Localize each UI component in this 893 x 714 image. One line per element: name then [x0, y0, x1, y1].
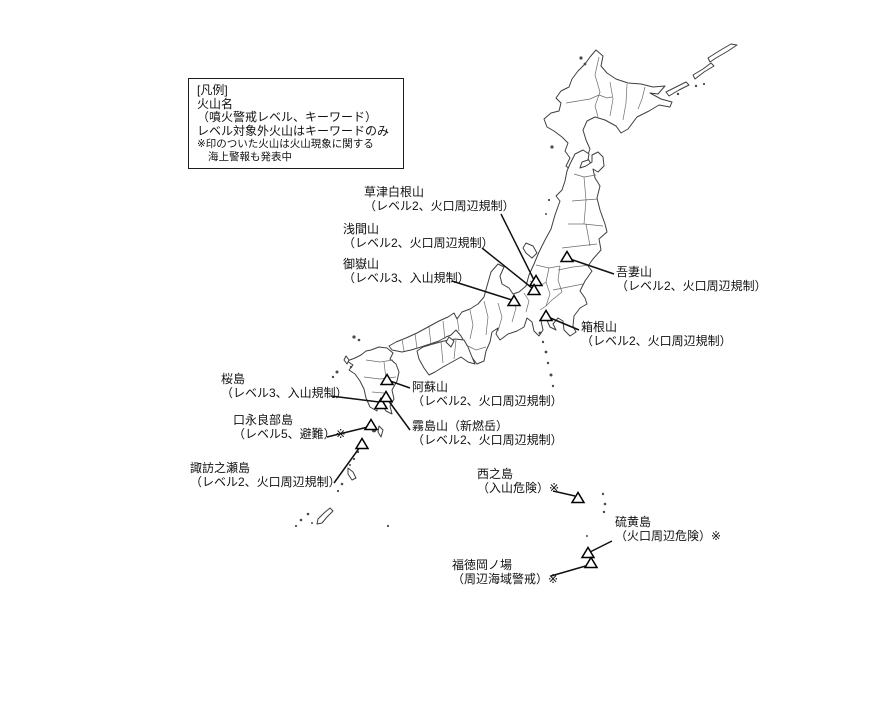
- volcano-label-azuma: 吾妻山（レベル2、火口周辺規制）: [616, 265, 767, 293]
- volcano-marker-suwanosejima: [354, 437, 370, 450]
- volcano-marker-fukutoku-okanoba: [583, 556, 599, 569]
- kuril-island-3: [707, 43, 738, 63]
- okinawa-island: [316, 507, 334, 525]
- volcano-name: 御嶽山: [343, 257, 380, 271]
- volcano-status: （レベル2、火口周辺規制）: [190, 475, 341, 489]
- amami-island: [347, 467, 357, 481]
- sado-island: [522, 242, 538, 259]
- volcano-status: （レベル2、火口周辺規制）: [412, 433, 563, 447]
- volcano-label-sakurajima: 桜島（レベル3、入山規制）: [221, 372, 348, 400]
- small-islands: [294, 56, 706, 537]
- shikoku-island: [416, 338, 476, 376]
- leader-line-kuchinoerabu: [326, 426, 369, 438]
- volcano-status: （レベル2、火口周辺規制）: [616, 279, 767, 293]
- volcano-name: 箱根山: [581, 320, 618, 334]
- leader-line-ioto: [589, 540, 613, 553]
- volcano-status: （周辺海域警戒）※: [452, 572, 559, 586]
- leader-line-azuma: [569, 258, 615, 275]
- volcano-marker-nishinoshima: [570, 491, 586, 504]
- tanegashima-island: [377, 425, 384, 438]
- volcano-status: （レベル2、火口周辺規制）: [343, 236, 494, 250]
- volcano-name: 桜島: [221, 372, 246, 386]
- volcano-marker-hakone: [538, 309, 554, 322]
- kuril-island-1: [665, 81, 690, 97]
- hokkaido-island: [543, 49, 673, 172]
- legend-note-line2: 海上警報も発表中: [208, 150, 292, 163]
- volcano-status: （レベル5、避難）※: [233, 427, 346, 441]
- volcano-label-fukutoku-okanoba: 福徳岡ノ場（周辺海域警戒）※: [452, 558, 558, 586]
- volcano-marker-kirishima: [378, 390, 394, 403]
- volcano-status: （レベル3、入山規制）: [343, 271, 470, 285]
- leader-line-suwanosejima: [333, 446, 361, 484]
- volcano-label-ioto: 硫黄島（火口周辺危険）※: [615, 515, 721, 543]
- leader-line-kirishima: [387, 399, 411, 431]
- volcano-status: （レベル2、火口周辺規制）: [364, 199, 515, 213]
- volcano-label-asama: 浅間山（レベル2、火口周辺規制）: [343, 222, 494, 250]
- leader-line-asama: [481, 247, 533, 289]
- leader-line-hakone: [547, 316, 580, 331]
- volcano-marker-aso: [379, 373, 395, 386]
- volcano-name: 西之島: [477, 467, 514, 481]
- volcano-marker-asama: [526, 283, 542, 296]
- volcano-marker-kuchinoerabu: [363, 418, 379, 431]
- leader-line-kusatsu-shirane: [500, 213, 535, 281]
- leader-lines: [326, 213, 615, 577]
- kuril-island-2: [692, 62, 715, 80]
- leader-line-fukutoku-okanoba: [550, 564, 590, 577]
- volcano-name: 阿蘇山: [412, 380, 449, 394]
- volcano-label-kuchinoerabu: 口永良部島（レベル5、避難）※: [233, 413, 346, 441]
- volcano-marker-kusatsu-shirane: [528, 274, 544, 287]
- legend-title: [凡例]: [197, 83, 228, 97]
- volcano-label-kusatsu-shirane: 草津白根山（レベル2、火口周辺規制）: [364, 185, 515, 213]
- volcano-name: 口永良部島: [233, 413, 294, 427]
- tsushima-island: [343, 355, 350, 365]
- volcano-marker-azuma: [559, 250, 575, 263]
- legend-line-out-of-scope: レベル対象外火山はキーワードのみ: [197, 123, 390, 138]
- volcano-name: 硫黄島: [615, 515, 652, 529]
- volcano-label-nishinoshima: 西之島（入山危険）※: [477, 467, 559, 495]
- volcano-label-aso: 阿蘇山（レベル2、火口周辺規制）: [412, 380, 563, 408]
- volcano-name: 諏訪之瀬島: [190, 461, 251, 475]
- legend-line-level-keyword: （噴火警戒レベル、キーワード）: [197, 110, 378, 124]
- leader-line-sakurajima: [330, 395, 380, 403]
- volcano-name: 吾妻山: [616, 265, 653, 279]
- volcano-name: 福徳岡ノ場: [452, 558, 513, 572]
- leader-line-ontake: [451, 280, 513, 301]
- leader-line-nishinoshima: [552, 490, 576, 497]
- volcano-status: （レベル2、火口周辺規制）: [412, 394, 563, 408]
- volcano-status: （レベル3、入山規制）: [221, 386, 348, 400]
- awaji-island: [445, 336, 455, 348]
- prefecture-borders: [363, 56, 646, 394]
- volcano-marker-sakurajima: [373, 397, 389, 410]
- leader-line-aso: [389, 380, 411, 389]
- volcano-label-ontake: 御嶽山（レベル3、入山規制）: [343, 257, 470, 285]
- volcano-marker-ontake: [506, 294, 522, 307]
- volcano-markers: [354, 250, 599, 569]
- volcano-status: （火口周辺危険）※: [615, 529, 722, 543]
- legend-note-line1: ※印のついた火山は火山現象に関する: [197, 138, 374, 150]
- volcano-name: 浅間山: [343, 222, 380, 236]
- volcano-label-suwanosejima: 諏訪之瀬島（レベル2、火口周辺規制）: [190, 461, 341, 489]
- volcano-name: 霧島山（新燃岳）: [412, 419, 509, 433]
- volcano-label-hakone: 箱根山（レベル2、火口周辺規制）: [581, 320, 732, 348]
- volcano-status: （入山危険）※: [477, 481, 560, 495]
- volcano-name: 草津白根山: [364, 185, 425, 199]
- honshu-island: [388, 149, 608, 365]
- volcano-status: （レベル2、火口周辺規制）: [581, 334, 732, 348]
- volcano-label-kirishima: 霧島山（新燃岳）（レベル2、火口周辺規制）: [412, 419, 563, 447]
- legend-line-volcano-name: 火山名: [197, 96, 234, 111]
- volcano-marker-ioto: [580, 546, 596, 559]
- legend-box: [凡例] 火山名 （噴火警戒レベル、キーワード） レベル対象外火山はキーワードの…: [188, 78, 404, 169]
